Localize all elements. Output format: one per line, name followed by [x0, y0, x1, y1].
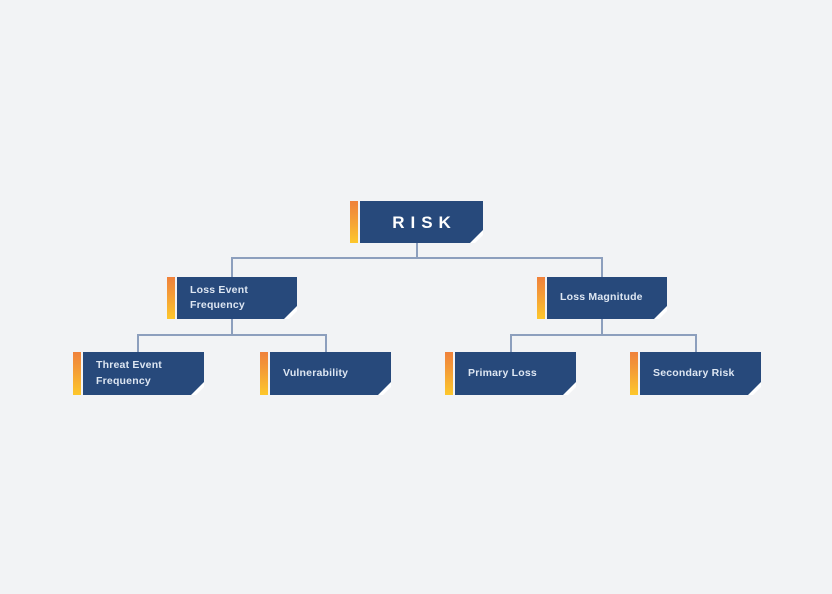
node-corner-fold: Loss Magnitude [547, 277, 667, 319]
node-corner-fold: Vulnerability [270, 352, 391, 395]
connector-line [137, 334, 139, 352]
node-vulnerability: Vulnerability [260, 352, 391, 395]
node-corner-fold: Threat Event Frequency [83, 352, 204, 395]
gradient-stripe [630, 352, 638, 395]
node-label-loss-magnitude: Loss Magnitude [560, 291, 643, 304]
node-box: Loss Event Frequency [177, 277, 297, 319]
node-threat-event-frequency: Threat Event Frequency [73, 352, 204, 395]
connector-line [416, 243, 418, 258]
gradient-stripe [445, 352, 453, 395]
node-box: Secondary Risk [640, 352, 761, 395]
node-label-primary-loss: Primary Loss [468, 366, 537, 379]
connector-line [601, 257, 603, 277]
connector-line [231, 319, 233, 336]
node-box: RISK [360, 201, 483, 243]
connector-line [510, 334, 512, 352]
node-primary-loss: Primary Loss [445, 352, 576, 395]
node-label-threat-event-frequency: Threat Event Frequency [96, 359, 162, 387]
node-label-loss-event-frequency: Loss Event Frequency [190, 283, 249, 311]
node-loss-event-frequency: Loss Event Frequency [167, 277, 297, 319]
gradient-stripe [350, 201, 358, 243]
connector-line [137, 334, 327, 336]
connector-line [325, 334, 327, 352]
gradient-stripe [537, 277, 545, 319]
connector-line [601, 319, 603, 336]
node-label-vulnerability: Vulnerability [283, 366, 349, 379]
node-loss-magnitude: Loss Magnitude [537, 277, 667, 319]
node-corner-fold: Secondary Risk [640, 352, 761, 395]
node-risk: RISK [350, 201, 483, 243]
node-secondary-risk: Secondary Risk [630, 352, 761, 395]
node-box: Threat Event Frequency [83, 352, 204, 395]
node-box: Primary Loss [455, 352, 576, 395]
gradient-stripe [167, 277, 175, 319]
gradient-stripe [260, 352, 268, 395]
node-corner-fold: RISK [360, 201, 483, 243]
connector-line [695, 334, 697, 352]
node-box: Vulnerability [270, 352, 391, 395]
connector-line [231, 257, 603, 259]
node-corner-fold: Loss Event Frequency [177, 277, 297, 319]
node-label-secondary-risk: Secondary Risk [653, 366, 735, 379]
node-corner-fold: Primary Loss [455, 352, 576, 395]
node-box: Loss Magnitude [547, 277, 667, 319]
connector-line [231, 257, 233, 277]
connector-line [510, 334, 697, 336]
gradient-stripe [73, 352, 81, 395]
node-label-risk: RISK [392, 212, 457, 232]
